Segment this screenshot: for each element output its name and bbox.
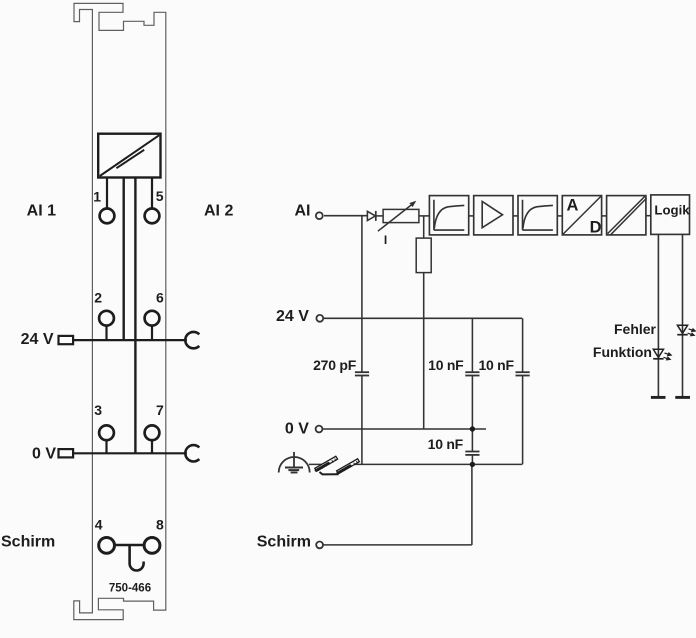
svg-text:Funktion: Funktion — [593, 344, 652, 360]
svg-text:5: 5 — [156, 188, 164, 204]
svg-text:24 V: 24 V — [21, 331, 54, 348]
svg-text:0 V: 0 V — [285, 421, 309, 438]
svg-text:Fehler: Fehler — [614, 321, 657, 337]
svg-text:6: 6 — [156, 289, 164, 305]
svg-text:7: 7 — [156, 402, 164, 418]
svg-text:270 pF: 270 pF — [313, 357, 357, 373]
svg-text:Logik: Logik — [654, 203, 690, 218]
svg-text:A: A — [567, 196, 579, 214]
svg-text:Schirm: Schirm — [257, 534, 311, 551]
svg-text:I: I — [384, 233, 387, 247]
svg-text:0 V: 0 V — [32, 445, 56, 462]
svg-text:AI 2: AI 2 — [204, 203, 233, 220]
svg-text:8: 8 — [156, 517, 164, 533]
svg-text:1: 1 — [93, 189, 101, 205]
svg-text:24 V: 24 V — [276, 308, 309, 325]
svg-text:10 nF: 10 nF — [428, 357, 464, 373]
svg-text:AI: AI — [295, 203, 311, 220]
svg-text:3: 3 — [94, 402, 102, 418]
svg-text:Schirm: Schirm — [1, 534, 55, 551]
svg-text:AI 1: AI 1 — [27, 203, 56, 220]
svg-text:10 nF: 10 nF — [428, 436, 464, 452]
svg-text:D: D — [590, 219, 602, 237]
svg-text:750-466: 750-466 — [109, 583, 151, 595]
svg-text:10 nF: 10 nF — [478, 357, 514, 373]
svg-text:2: 2 — [94, 289, 102, 305]
svg-text:4: 4 — [95, 517, 103, 533]
